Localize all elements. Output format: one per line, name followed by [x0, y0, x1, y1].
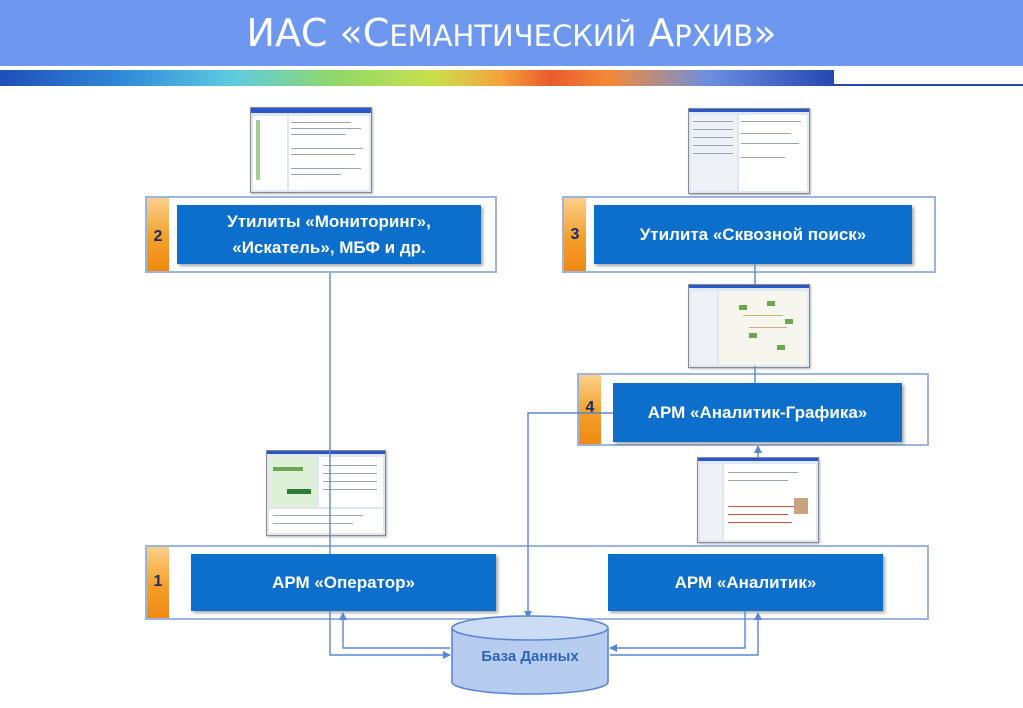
monitoring-utilities-box: Утилиты «Мониторинг», «Искатель», МБФ и … — [177, 205, 481, 264]
link-operator-database-a — [329, 611, 451, 659]
analyst-screenshot — [697, 457, 819, 543]
analyst-graphics-box: АРМ «Аналитик-Графика» — [613, 383, 902, 442]
step-number-3: 3 — [564, 198, 586, 271]
step-number-1: 1 — [147, 547, 169, 618]
search-utility-screenshot — [688, 108, 810, 194]
link-database-operator — [339, 612, 450, 649]
database-icon — [451, 615, 609, 695]
operator-screenshot — [266, 450, 386, 536]
link-database-analyst — [610, 612, 762, 656]
analyst-graphics-label: АРМ «Аналитик-Графика» — [647, 402, 868, 422]
analyst-label: АРМ «Аналитик» — [674, 572, 817, 592]
step-number-2: 2 — [147, 198, 169, 271]
divider-line — [834, 84, 1023, 86]
search-utility-box: Утилита «Сквозной поиск» — [594, 205, 912, 264]
monitoring-utilities-label-line2: «Искатель», МБФ и др. — [232, 237, 426, 257]
operator-box: АРМ «Оператор» — [191, 554, 496, 611]
monitoring-utilities-label-line1: Утилиты «Мониторинг», — [227, 211, 431, 231]
link-analyst-database-a — [609, 611, 746, 652]
database-label: База Данных — [481, 648, 579, 665]
page-title: ИАС «СЕМАНТИЧЕСКИЙ АРХИВ» — [246, 11, 777, 55]
search-utility-label: Утилита «Сквозной поиск» — [639, 224, 867, 244]
step-number-4: 4 — [579, 375, 601, 444]
gradient-divider — [0, 70, 834, 86]
operator-label: АРМ «Оператор» — [272, 572, 415, 592]
analyst-graphics-screenshot — [688, 284, 810, 368]
analyst-box: АРМ «Аналитик» — [608, 554, 883, 611]
monitoring-utility-screenshot — [250, 107, 372, 193]
link-graphics-database — [524, 412, 613, 619]
title-bar: ИАС «СЕМАНТИЧЕСКИЙ АРХИВ» — [0, 0, 1023, 66]
